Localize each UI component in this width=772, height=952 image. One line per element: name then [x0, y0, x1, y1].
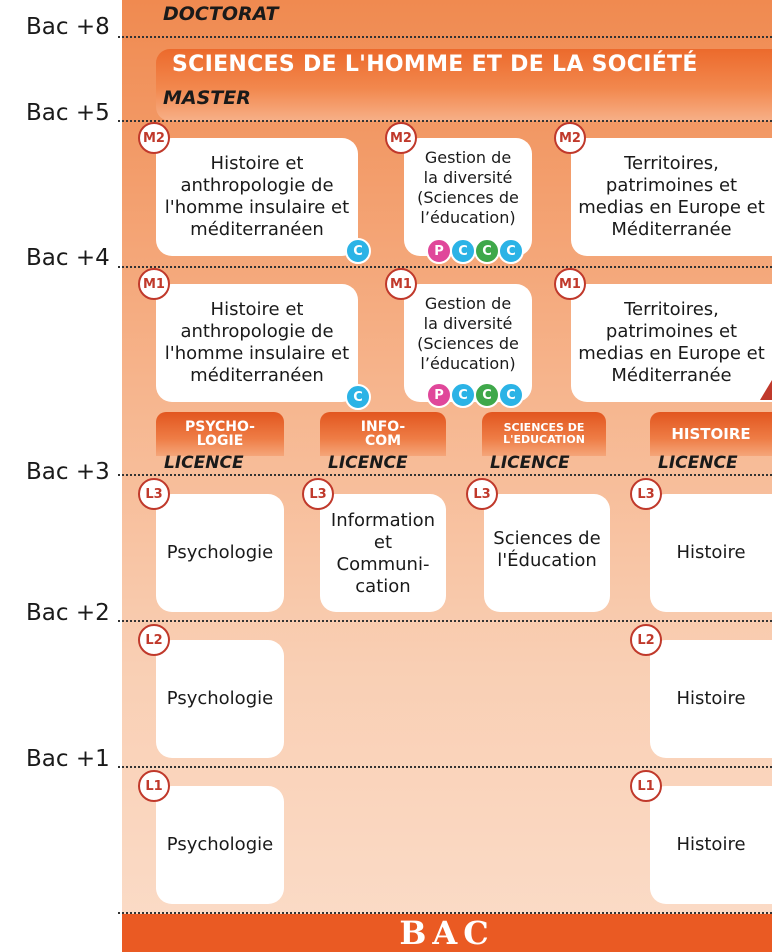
card-l2-histoire[interactable]: Histoire	[650, 640, 772, 758]
card-m1-territoires[interactable]: Territoires,patrimoines et medias en Eur…	[571, 284, 772, 402]
c-icon: C	[345, 384, 371, 410]
master-label: MASTER	[163, 87, 251, 109]
level-bac3: Bac +3	[26, 459, 110, 485]
divider-bac	[118, 912, 772, 914]
badge-l3: L3	[138, 478, 170, 510]
licence-label: LICENCE	[490, 453, 570, 473]
card-l1-psychologie[interactable]: Psychologie	[156, 786, 284, 904]
badge-l3: L3	[466, 478, 498, 510]
card-l3-histoire[interactable]: Histoire	[650, 494, 772, 612]
badge-l3: L3	[630, 478, 662, 510]
card-m2-territoires[interactable]: Territoires,patrimoines et medias en Eur…	[571, 138, 772, 256]
divider-bac5	[118, 120, 772, 122]
card-l1-histoire[interactable]: Histoire	[650, 786, 772, 904]
tab-psychologie: PSYCHO-LOGIE	[156, 412, 284, 456]
badge-l2: L2	[630, 624, 662, 656]
badge-m2: M2	[554, 122, 586, 154]
licence-label: LICENCE	[328, 453, 408, 473]
badge-l2: L2	[138, 624, 170, 656]
badge-l3: L3	[302, 478, 334, 510]
bac-bar: BAC	[122, 914, 772, 952]
badge-m2: M2	[385, 122, 417, 154]
divider-bac1	[118, 766, 772, 768]
c-icon: C	[474, 382, 500, 408]
badge-m1: M1	[138, 268, 170, 300]
licence-label: LICENCE	[658, 453, 738, 473]
p-icon: P	[426, 238, 452, 264]
c-icon: C	[498, 382, 524, 408]
level-bac1: Bac +1	[26, 746, 110, 772]
c-icon: C	[450, 238, 476, 264]
c-icon: C	[498, 238, 524, 264]
badge-m1: M1	[385, 268, 417, 300]
card-l2-psychologie[interactable]: Psychologie	[156, 640, 284, 758]
domain-title: SCIENCES DE L'HOMME ET DE LA SOCIÉTÉ	[172, 52, 698, 77]
licence-label: LICENCE	[164, 453, 244, 473]
divider-bac4	[118, 266, 772, 268]
domain-banner	[156, 49, 772, 121]
badge-m1: M1	[554, 268, 586, 300]
badge-m2: M2	[138, 122, 170, 154]
divider-bac2	[118, 620, 772, 622]
warning-triangle-icon	[760, 380, 772, 400]
level-bac8: Bac +8	[26, 14, 110, 40]
divider-bac3	[118, 474, 772, 476]
badge-l1: L1	[630, 770, 662, 802]
level-bac2: Bac +2	[26, 600, 110, 626]
badge-l1: L1	[138, 770, 170, 802]
tab-histoire: HISTOIRE	[650, 412, 772, 456]
c-icon: C	[345, 238, 371, 264]
level-bac4: Bac +4	[26, 245, 110, 271]
tab-infocom: INFO-COM	[320, 412, 446, 456]
c-icon: C	[474, 238, 500, 264]
doctorat-label: DOCTORAT	[163, 3, 279, 25]
p-icon: P	[426, 382, 452, 408]
level-bac5: Bac +5	[26, 100, 110, 126]
c-icon: C	[450, 382, 476, 408]
card-l3-psychologie[interactable]: Psychologie	[156, 494, 284, 612]
divider-bac8	[118, 36, 772, 38]
